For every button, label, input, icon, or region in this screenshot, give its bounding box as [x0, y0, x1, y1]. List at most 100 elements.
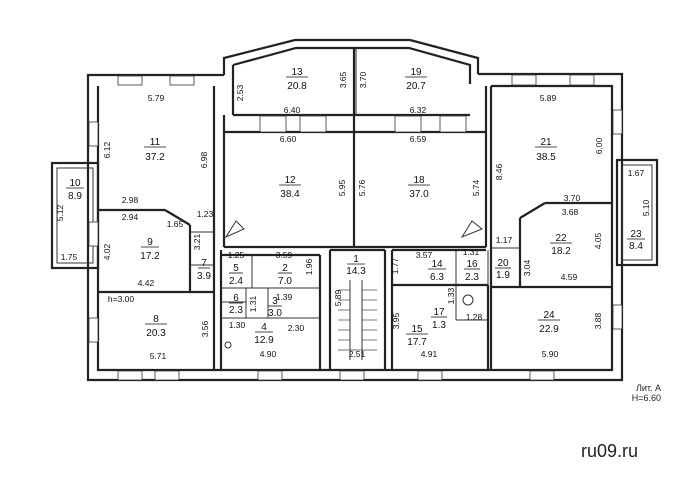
dimension-label: 4.05	[593, 232, 603, 249]
room-16-area: 2.3	[465, 272, 479, 283]
room-17-area: 1.3	[432, 320, 446, 331]
room-3-area: 3.0	[268, 308, 282, 319]
room-17-number: 17	[433, 307, 445, 318]
dimension-label: 5.71	[150, 351, 167, 361]
room-20-area: 1.9	[496, 270, 510, 281]
room-15-number: 15	[411, 324, 423, 335]
dimension-label: 5.89	[333, 289, 343, 306]
room-13-area: 20.8	[287, 81, 307, 92]
room-labels: 1 14.3 2 7.0 3 3.0 4 12.9 5 2.4 6 2.3 7 …	[66, 67, 645, 348]
room-12-area: 38.4	[280, 189, 300, 200]
room-9-number: 9	[147, 237, 153, 248]
building-letter: Лит. А	[635, 383, 661, 393]
room-12-number: 12	[284, 175, 296, 186]
room-5-area: 2.4	[229, 276, 243, 287]
dimension-label: 5.76	[357, 179, 367, 196]
room-6-number: 6	[233, 293, 239, 304]
room-21-area: 38.5	[536, 152, 556, 163]
windows	[88, 74, 623, 381]
dimension-label: 6.40	[284, 105, 301, 115]
watermark: ru09.ru	[581, 441, 639, 461]
room-7-area: 3.9	[197, 271, 211, 282]
dimension-label: h=3.00	[108, 294, 135, 304]
dimension-label: 6.32	[410, 105, 427, 115]
staircase	[338, 280, 377, 360]
room-11-number: 11	[150, 137, 161, 148]
room-10-number: 10	[69, 178, 81, 189]
dimension-label: 2.53	[235, 84, 245, 101]
dimension-label: 4.02	[102, 243, 112, 260]
dimension-label: 3.95	[391, 312, 401, 329]
interior-walls	[98, 48, 612, 370]
room-14-area: 6.3	[430, 272, 444, 283]
dimension-label: 3.68	[562, 207, 579, 217]
dimension-label: 3.70	[564, 193, 581, 203]
dimension-label: 1.65	[167, 219, 184, 229]
room-19-area: 20.7	[406, 81, 426, 92]
dimension-label: 4.42	[138, 278, 155, 288]
room-8-area: 20.3	[146, 328, 166, 339]
dimension-label: 1.96	[304, 258, 314, 275]
dimension-label: 2.98	[122, 195, 139, 205]
room-18-area: 37.0	[409, 189, 429, 200]
room-21-number: 21	[540, 137, 552, 148]
dimension-label: 3.65	[338, 71, 348, 88]
room-20-number: 20	[497, 258, 509, 269]
dimension-label: 5.89	[540, 93, 557, 103]
dimension-label: 5.95	[337, 179, 347, 196]
dimension-label: 3.56	[200, 320, 210, 337]
room-10-area: 8.9	[68, 191, 82, 202]
dimension-label: 1.23	[197, 209, 214, 219]
room-23-area: 8.4	[629, 241, 643, 252]
dimension-label: 5.74	[471, 179, 481, 196]
dimension-label: 1.33	[446, 287, 456, 304]
dimension-label: 3.21	[192, 233, 202, 250]
room-24-number: 24	[543, 310, 555, 321]
room-7-number: 7	[201, 258, 207, 269]
room-1-number: 1	[353, 254, 359, 265]
dimension-label: 2.30	[288, 323, 305, 333]
dimension-label: 5.10	[641, 199, 651, 216]
dimension-label: 1.17	[496, 235, 513, 245]
room-18-number: 18	[413, 175, 425, 186]
dimension-label: 1.31	[463, 247, 480, 257]
room-23-number: 23	[630, 229, 642, 240]
dimension-label: 6.60	[280, 134, 297, 144]
dimension-label: 1.31	[248, 295, 258, 312]
dimension-label: 1.67	[628, 168, 645, 178]
room-2-number: 2	[282, 263, 288, 274]
room-14-number: 14	[431, 259, 443, 270]
room-19-number: 19	[410, 67, 422, 78]
room-22-number: 22	[555, 233, 567, 244]
dimension-label: 4.59	[561, 272, 578, 282]
dimension-label: 5.12	[55, 204, 65, 221]
fixtures	[224, 220, 483, 349]
dimension-label: 3.04	[522, 259, 532, 276]
room-16-number: 16	[466, 259, 478, 270]
room-4-number: 4	[261, 322, 267, 333]
room-5-number: 5	[233, 263, 239, 274]
room-11-area: 37.2	[145, 152, 165, 163]
dimension-label: 6.00	[594, 137, 604, 154]
dimension-label: 5.90	[542, 349, 559, 359]
room-13-number: 13	[291, 67, 303, 78]
dimension-label: 1.28	[466, 312, 483, 322]
dimension-label: 2.94	[122, 212, 139, 222]
dimension-label: 3.70	[358, 71, 368, 88]
dimension-label: 3.57	[416, 250, 433, 260]
dimension-label: 6.59	[410, 134, 427, 144]
room-15-area: 17.7	[407, 337, 427, 348]
room-4-area: 12.9	[254, 335, 274, 346]
dimension-label: 4.90	[260, 349, 277, 359]
dimension-label: 1.77	[390, 257, 400, 274]
dimension-label: 3.88	[593, 312, 603, 329]
dimension-label: 3.59	[276, 250, 293, 260]
room-3-number: 3	[272, 296, 278, 307]
dimension-label: 6.98	[199, 151, 209, 168]
dimension-label: 4.91	[421, 349, 438, 359]
dimension-label: 8.46	[494, 163, 504, 180]
room-6-area: 2.3	[229, 305, 243, 316]
room-22-area: 18.2	[551, 246, 571, 257]
room-24-area: 22.9	[539, 324, 559, 335]
